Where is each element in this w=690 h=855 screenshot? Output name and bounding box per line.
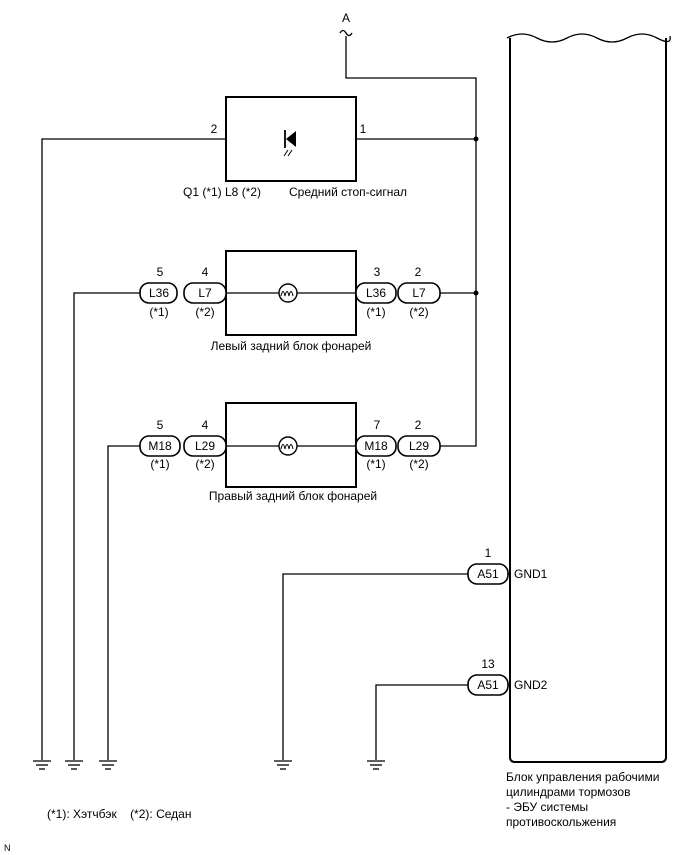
variant-note: (*2) <box>195 457 214 471</box>
pin-number: 5 <box>157 418 164 432</box>
connector-l29-right <box>397 435 441 457</box>
connector-label: L36 <box>366 286 386 300</box>
ecu-name: Блок управления рабочими цилиндрами торм… <box>506 770 659 829</box>
left-rear-lamp: L36 L7 L36 L7 5 4 3 2 (*1) (*2) (*1) (*2… <box>73 250 476 760</box>
connector-label: L29 <box>409 439 429 453</box>
bulb-icon <box>226 283 356 303</box>
signal-a-input: A <box>339 11 479 447</box>
connector-m18-left <box>139 435 181 457</box>
stop-lamp-name: Средний стоп-сигнал <box>289 185 407 199</box>
connector-label: L7 <box>198 286 212 300</box>
connector-label: M18 <box>364 439 388 453</box>
ecu-name-line: - ЭБУ системы <box>506 800 588 814</box>
ground-icon <box>65 760 83 770</box>
signal-a-label: A <box>342 11 350 25</box>
pin-number: 1 <box>485 546 492 560</box>
variant-note: (*2) <box>409 305 428 319</box>
left-lamp-name: Левый задний блок фонарей <box>211 339 372 353</box>
connector-l7-left <box>183 282 227 304</box>
pin-number: 7 <box>374 418 381 432</box>
pin-number: 4 <box>202 418 209 432</box>
connector-label: L36 <box>149 286 169 300</box>
pin-number: 4 <box>202 265 209 279</box>
high-mount-stop-lamp: 2 1 Q1 (*1) L8 (*2) Средний стоп-сигнал <box>41 96 476 760</box>
connector-label: A51 <box>477 678 499 692</box>
stop-lamp-pin-left: 2 <box>211 122 218 136</box>
ground-icon <box>33 760 51 770</box>
ecu-name-line: цилиндрами тормозов <box>506 785 630 799</box>
connector-m18-right <box>355 435 397 457</box>
connector-l36-right <box>355 282 397 304</box>
connector-label: A51 <box>477 567 499 581</box>
variant-note: (*1) <box>366 305 385 319</box>
corner-mark: N <box>4 843 11 853</box>
led-icon <box>283 130 296 157</box>
variant-note: (*1) <box>150 457 169 471</box>
stop-lamp-pin-right: 1 <box>360 122 367 136</box>
connector-a51-gnd2 <box>467 674 509 696</box>
stop-lamp-connector-label: Q1 (*1) L8 (*2) <box>183 185 261 199</box>
ecu-name-line: противоскольжения <box>506 815 616 829</box>
variant-note: (*2) <box>409 457 428 471</box>
pin-number: 3 <box>374 265 381 279</box>
pin-number: 2 <box>415 265 422 279</box>
pin-number: 5 <box>157 265 164 279</box>
bulb-icon <box>226 436 356 456</box>
connector-a51-gnd1 <box>467 563 509 585</box>
connector-l29-left <box>183 435 227 457</box>
variant-note: (*1) <box>366 457 385 471</box>
ground-icon <box>367 760 385 770</box>
connector-label: M18 <box>148 439 172 453</box>
ecu-ground-gnd2: A51 13 GND2 <box>375 657 548 760</box>
gnd2-label: GND2 <box>514 678 548 692</box>
gnd1-label: GND1 <box>514 567 548 581</box>
variant-note: (*2) <box>195 305 214 319</box>
legend: (*1): Хэтчбэк (*2): Седан <box>47 807 191 821</box>
pin-number: 2 <box>415 418 422 432</box>
right-rear-lamp: M18 L29 M18 L29 5 4 7 2 (*1) (*2) (*1) (… <box>107 402 441 760</box>
variant-note: (*1) <box>149 305 168 319</box>
connector-label: L7 <box>412 286 426 300</box>
connector-l7-right <box>397 282 441 304</box>
pin-number: 13 <box>481 657 495 671</box>
connector-l36-left <box>139 282 178 304</box>
ecu-name-line: Блок управления рабочими <box>506 770 659 784</box>
ground-icon <box>99 760 117 770</box>
connector-label: L29 <box>195 439 215 453</box>
right-lamp-name: Правый задний блок фонарей <box>209 489 377 503</box>
ecu-block <box>506 33 671 763</box>
ground-icon <box>274 760 292 770</box>
ecu-ground-gnd1: A51 1 GND1 <box>282 546 548 760</box>
